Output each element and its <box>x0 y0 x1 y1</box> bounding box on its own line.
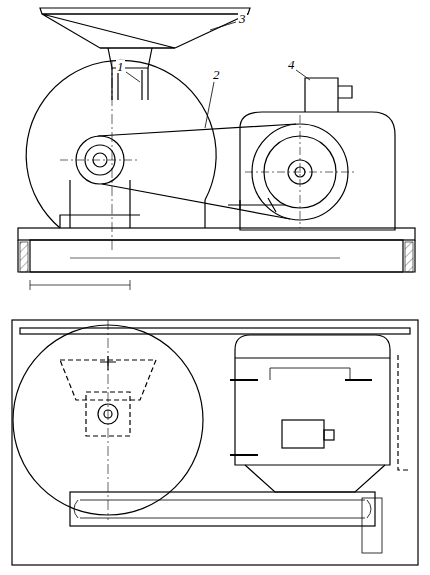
hopper-neck <box>108 48 152 68</box>
terminal-box-plan <box>282 420 324 448</box>
centre-line <box>112 60 113 250</box>
leader-line <box>296 70 310 80</box>
dimension-line <box>30 280 130 290</box>
hopper <box>42 14 248 48</box>
hopper-rim <box>40 8 250 14</box>
callout-number: 2 <box>212 68 221 81</box>
motor-housing <box>240 112 395 230</box>
leader-line <box>126 72 140 82</box>
callout-number: 4 <box>287 58 296 71</box>
bearing-pedestal <box>60 180 140 228</box>
terminal-box <box>305 78 352 112</box>
mill-casing <box>26 60 216 228</box>
front-view <box>18 8 415 290</box>
base-frame <box>18 228 415 240</box>
callout-number: 1 <box>116 60 125 73</box>
v-belt <box>98 124 296 219</box>
base-frame-plan <box>12 320 418 565</box>
leader-line <box>205 82 214 128</box>
belt-guard <box>70 492 375 526</box>
plan-view <box>12 320 418 565</box>
motor-plan <box>235 335 390 465</box>
motor-shaft-end <box>245 465 385 492</box>
belt-tensioner <box>228 198 285 212</box>
belt-plan <box>74 500 371 518</box>
leader-line <box>210 22 236 30</box>
callout-number: 3 <box>238 12 247 25</box>
holding-bolt <box>230 380 372 455</box>
